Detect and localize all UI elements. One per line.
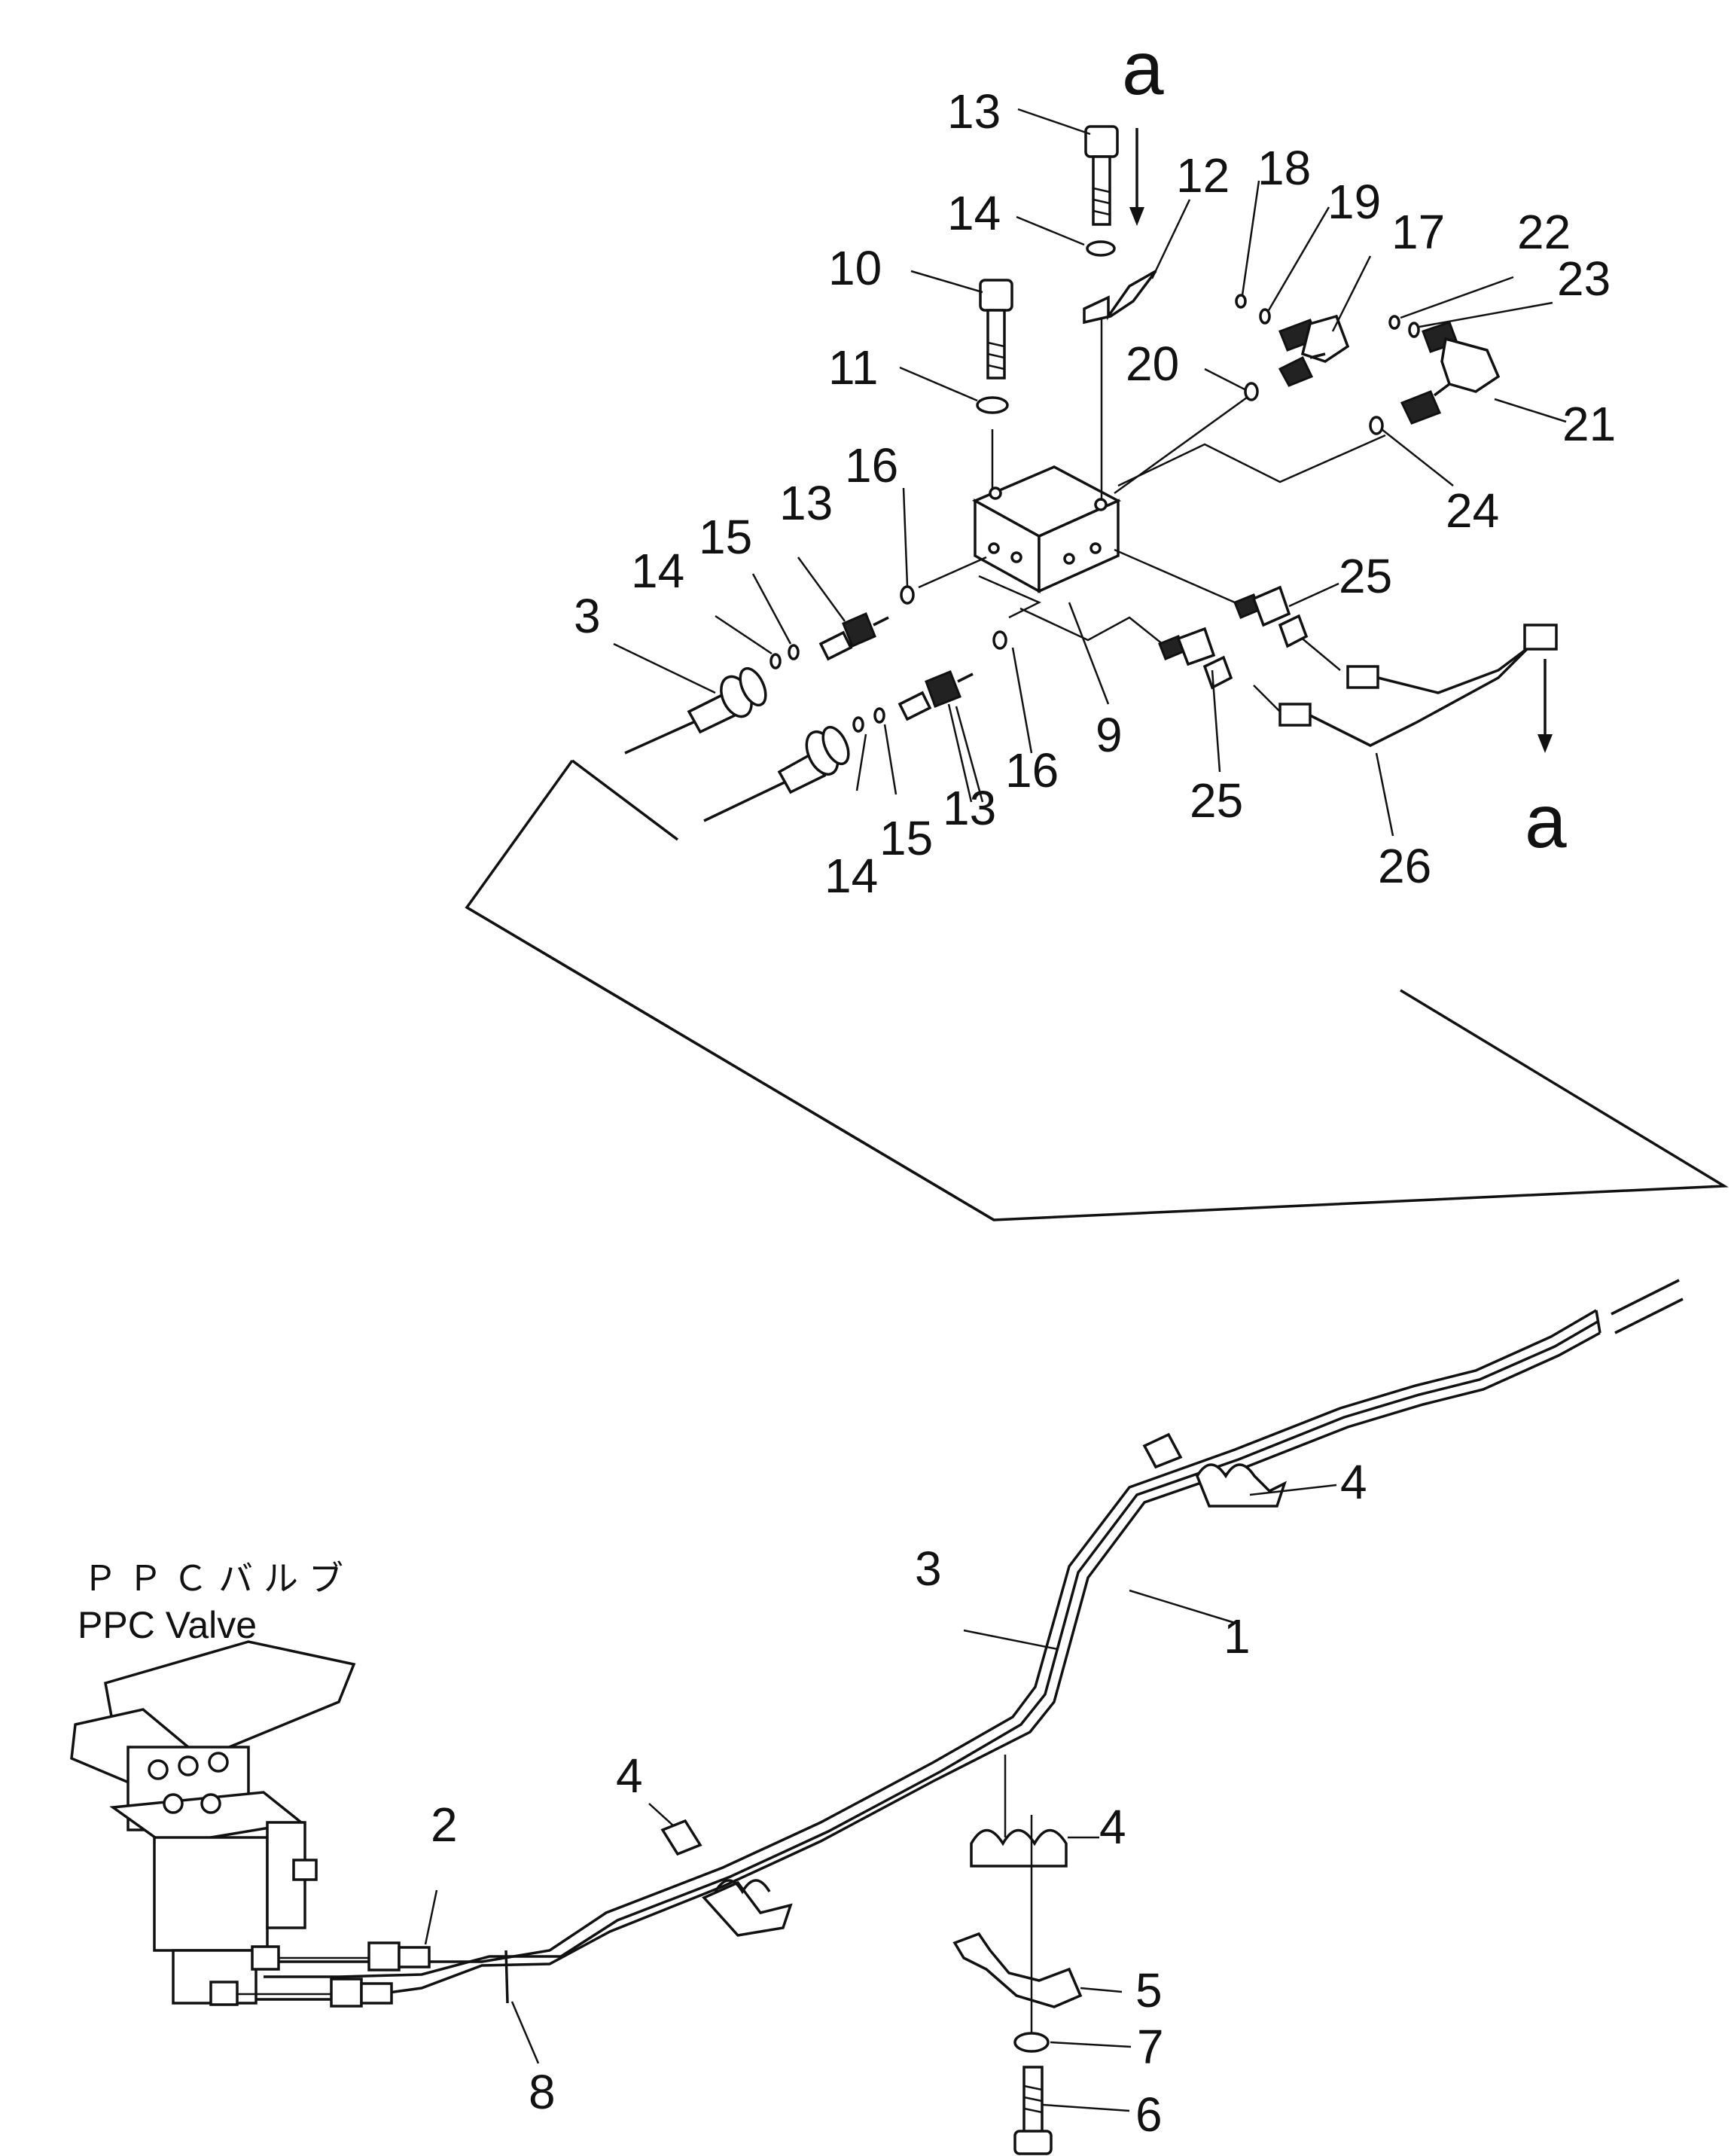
label-22: 22 (1517, 205, 1571, 259)
view-label-a-top: a (1122, 26, 1164, 111)
leader-lines (424, 108, 1567, 2112)
label-9: 9 (1096, 708, 1123, 762)
label-21: 21 (1562, 397, 1616, 451)
washer-7 (1013, 2032, 1050, 2053)
label-1: 1 (1224, 1609, 1251, 1664)
label-11: 11 (828, 340, 878, 395)
label-12: 12 (1176, 148, 1230, 203)
harness-26 (1278, 624, 1558, 747)
hose-band-8 (504, 1950, 509, 2004)
label-14-low: 14 (824, 849, 878, 903)
label-24: 24 (1446, 483, 1499, 538)
hose-connectors (330, 1941, 431, 2008)
label-4-upper: 4 (1340, 1455, 1367, 1509)
washer-14-top (1086, 240, 1116, 257)
valve-label-en: PPC Valve (78, 1604, 257, 1646)
label-8: 8 (529, 2065, 556, 2119)
label-25-lower: 25 (1190, 773, 1243, 828)
washer-11 (976, 396, 1009, 414)
sensor-25-lower (1158, 627, 1233, 690)
o-rings (770, 294, 1420, 733)
clamp-4-left (660, 1819, 793, 1937)
junction-block (972, 465, 1121, 593)
label-18: 18 (1257, 141, 1311, 195)
view-arrow-bottom (1537, 659, 1553, 753)
label-20: 20 (1126, 337, 1179, 391)
block-center-lines (918, 316, 1386, 712)
label-19: 19 (1327, 175, 1381, 229)
hose-assembly (248, 1279, 1684, 2001)
label-7: 7 (1137, 2020, 1164, 2074)
label-4-mid: 4 (1099, 1800, 1126, 1854)
bracket-12 (1083, 270, 1157, 325)
view-arrow-top (1129, 128, 1144, 226)
sensor-25-upper (1233, 585, 1309, 648)
clamp-4-mid (970, 1828, 1068, 1868)
label-14-top: 14 (947, 186, 1001, 240)
label-13-top: 13 (947, 84, 1001, 139)
label-13-low: 13 (943, 781, 996, 835)
label-6: 6 (1135, 2087, 1163, 2142)
elbow-17 (1278, 314, 1350, 387)
elbow-21 (1400, 321, 1501, 425)
view-label-a-bottom: a (1525, 779, 1567, 864)
label-15-mid: 15 (699, 510, 752, 564)
bracket-5 (952, 1932, 1083, 2008)
bolt-13-top (1084, 125, 1119, 226)
label-17: 17 (1391, 205, 1445, 259)
label-15-low: 15 (879, 811, 933, 865)
label-10: 10 (828, 241, 882, 295)
fitting-upper (818, 612, 889, 661)
clamp-4-upper (1142, 1432, 1287, 1508)
label-13-mid: 13 (779, 476, 833, 530)
valve-label-jp: ＰＰＣバルブ (83, 1559, 354, 1598)
label-25-upper: 25 (1339, 549, 1392, 603)
detail-frame-outline (465, 759, 1729, 1221)
fitting-lower (897, 670, 974, 721)
hose-end-lower (703, 725, 850, 822)
label-14-mid: 14 (631, 544, 684, 598)
label-16-low: 16 (1005, 743, 1059, 797)
label-4-left: 4 (616, 1749, 643, 1803)
label-16-mid: 16 (845, 438, 898, 492)
ppc-valve-body (70, 1640, 369, 2006)
part-labels: 13 14 10 11 12 18 19 17 22 23 20 21 24 1… (78, 26, 1616, 2142)
label-3-bottom: 3 (915, 1542, 942, 1596)
bolt-10 (979, 279, 1013, 380)
label-5: 5 (1135, 1963, 1163, 2017)
label-26: 26 (1378, 839, 1431, 893)
bolt-6 (1013, 2066, 1053, 2155)
label-3-top: 3 (574, 589, 601, 643)
hose-end-upper (624, 666, 767, 755)
label-2: 2 (431, 1798, 458, 1852)
label-23: 23 (1557, 252, 1611, 306)
